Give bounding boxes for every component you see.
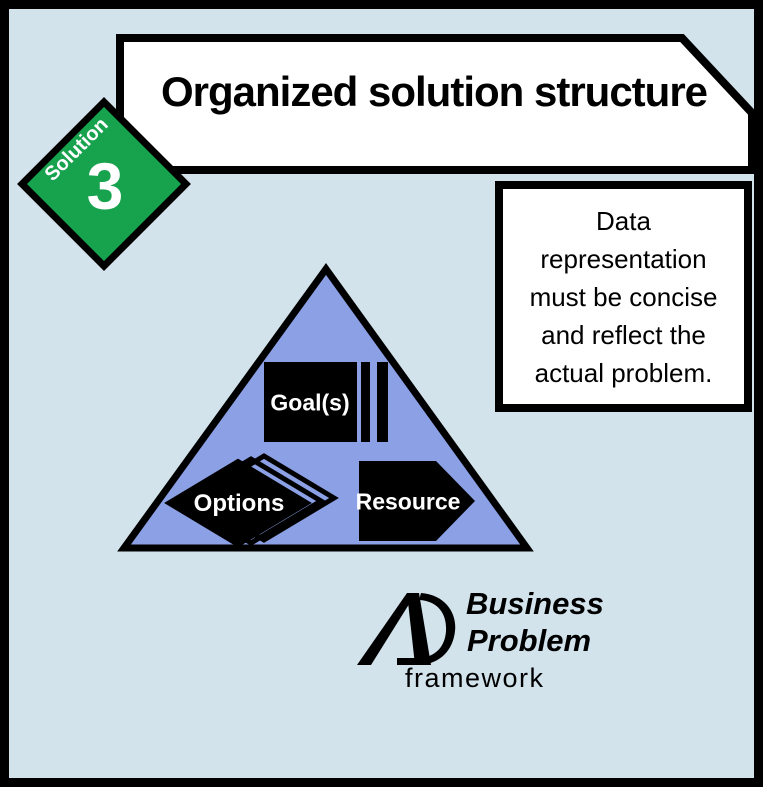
note-text: Data representation must be concise and … [529,205,718,388]
resource-shape [359,461,475,541]
goal-label: Goal(s) [270,389,350,416]
goal-bar-2 [377,362,388,442]
goal-bar-1 [361,362,370,442]
page-title: Organized solution structure [160,68,708,115]
logo-framework-text: framework [405,663,545,693]
options-label: Options [193,490,285,517]
solution-badge-number: 3 [86,149,124,223]
note-box-shape [495,181,752,412]
ad-monogram-stem [407,593,431,665]
options-shape [164,458,312,548]
ad-monogram-icon [357,593,456,665]
solution-diamond-shape [17,97,191,271]
diagram-shapes [17,34,754,665]
resource-label: Resource [355,488,461,515]
goal-shape [264,362,357,442]
ad-monogram-leg [357,593,416,665]
logo-problem-text: Problem [467,623,592,658]
logo-business-text: Business [466,586,604,621]
